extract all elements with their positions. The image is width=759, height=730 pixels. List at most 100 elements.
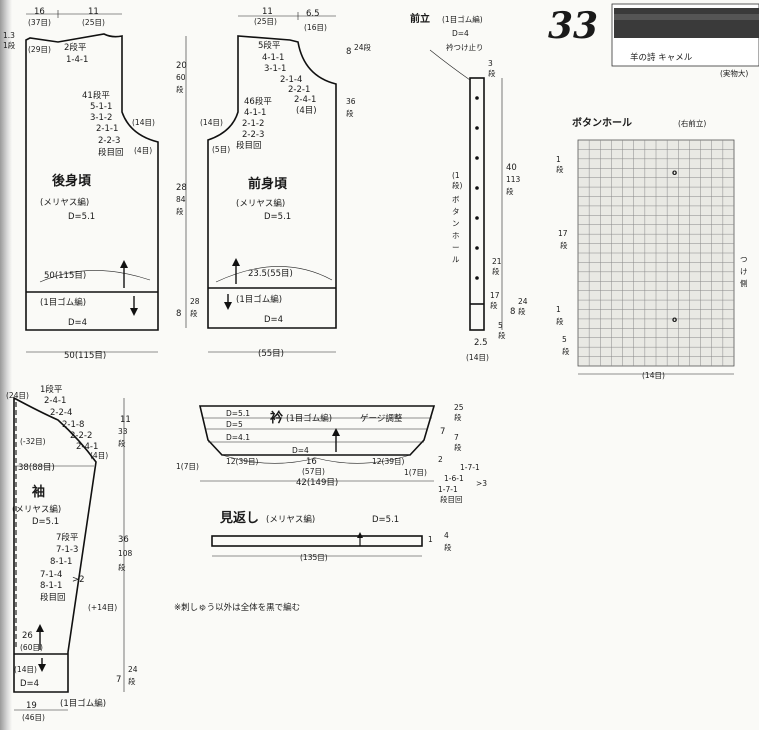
svg-text:7: 7 [454, 433, 459, 442]
svg-text:D=4: D=4 [68, 318, 87, 328]
svg-text:1段: 1段 [3, 40, 16, 50]
front-body-title: 前身頃 [248, 176, 288, 192]
svg-text:2-1-4: 2-1-4 [280, 75, 302, 85]
collar-curve [221, 454, 411, 464]
facing-title: 見返し [219, 511, 259, 526]
svg-text:(メリヤス編): (メリヤス編) [266, 514, 315, 525]
svg-text:ボ: ボ [452, 195, 460, 204]
svg-text:6.5: 6.5 [306, 9, 320, 19]
svg-text:段: 段 [176, 84, 184, 94]
yarn-swatch-strand [614, 14, 759, 20]
svg-text:7: 7 [116, 675, 121, 685]
collar-title: 衿 [270, 410, 283, 426]
svg-text:(25目): (25目) [254, 17, 277, 26]
svg-text:1: 1 [428, 535, 433, 544]
sleeve-piece: (24目) 1段平 2-4-1 2-2-4 2-1-8 2-2-2 2-4-1 … [6, 384, 138, 722]
svg-text:11: 11 [120, 415, 131, 425]
svg-text:(4目): (4目) [134, 146, 152, 155]
svg-text:(+14目): (+14目) [88, 603, 117, 612]
svg-text:5-1-1: 5-1-1 [90, 102, 112, 112]
svg-text:12(39目): 12(39目) [226, 457, 259, 466]
svg-text:2-2-1: 2-2-1 [288, 85, 310, 95]
svg-text:衿つけ止り: 衿つけ止り [446, 42, 484, 52]
svg-text:D=4.1: D=4.1 [226, 433, 250, 442]
svg-text:1-6-1: 1-6-1 [444, 474, 464, 483]
back-width-arc [39, 270, 151, 283]
band-leader-line [429, 49, 471, 81]
svg-text:3: 3 [488, 59, 493, 68]
svg-text:段: 段 [128, 676, 136, 686]
svg-text:(60目): (60目) [20, 643, 43, 652]
svg-text:5: 5 [498, 321, 503, 330]
svg-text:24: 24 [128, 665, 138, 674]
svg-text:D=4: D=4 [264, 315, 283, 325]
svg-text:2-1-1: 2-1-1 [96, 124, 118, 134]
sleeve-outline [13, 396, 97, 693]
svg-text:4: 4 [444, 531, 449, 540]
svg-text:(メリヤス編): (メリヤス編) [236, 198, 285, 209]
yarn-swatch [614, 8, 759, 38]
svg-text:ン: ン [452, 219, 460, 228]
svg-text:(57目): (57目) [302, 467, 325, 476]
svg-text:26: 26 [22, 631, 33, 641]
footnote: ※刺しゅう以外は全体を黒で編む [174, 602, 300, 613]
back-body-piece: 16 (37目) 11 (25目) 1.3 1段 (29目) 2段平 1-4-1… [3, 7, 159, 361]
svg-text:D=5.1: D=5.1 [372, 515, 399, 525]
svg-text:(4目): (4目) [296, 106, 317, 116]
svg-text:ー: ー [452, 243, 460, 252]
svg-text:1: 1 [556, 305, 561, 314]
svg-text:16: 16 [34, 7, 45, 17]
svg-text:2-2-2: 2-2-2 [70, 431, 92, 441]
front-band-piece: 前立 (1目ゴム編) D=4 衿つけ止り 3 段 (1 段) ボ タ ン ホ ー… [410, 12, 528, 362]
svg-text:8: 8 [510, 307, 515, 317]
svg-text:段: 段 [346, 108, 354, 118]
sleeve-title: 袖 [32, 484, 45, 500]
svg-text:(1目ゴム編): (1目ゴム編) [236, 294, 282, 305]
svg-text:28: 28 [176, 183, 187, 193]
svg-text:1(7目): 1(7目) [404, 468, 427, 477]
front-body-piece: 11 (25目) 6.5 (16目) 5段平 4-1-1 3-1-1 2-1-4… [176, 7, 372, 359]
svg-text:7: 7 [440, 427, 445, 437]
svg-text:(メリヤス編): (メリヤス編) [40, 197, 89, 208]
svg-text:2: 2 [438, 455, 443, 464]
svg-text:19: 19 [26, 701, 37, 711]
back-body-outline [25, 33, 159, 331]
svg-text:段: 段 [118, 562, 126, 572]
svg-text:16: 16 [306, 457, 317, 467]
svg-text:(55目): (55目) [258, 349, 284, 359]
svg-text:段: 段 [556, 164, 564, 174]
facing-outline [211, 535, 423, 547]
svg-text:D=4: D=4 [452, 29, 469, 38]
svg-text:段: 段 [506, 186, 514, 196]
svg-text:(14目): (14目) [14, 665, 37, 674]
svg-text:23.5(55目): 23.5(55目) [248, 269, 293, 279]
front-band-title: 前立 [410, 12, 430, 25]
svg-text:段目回: 段目回 [40, 592, 66, 603]
svg-text:段目回: 段目回 [98, 147, 124, 158]
buttonhole-title: ボタンホール [572, 116, 632, 129]
svg-text:タ: タ [452, 207, 460, 216]
svg-text:(1: (1 [452, 171, 460, 180]
svg-text:D=5.1: D=5.1 [68, 212, 95, 222]
svg-text:1-7-1: 1-7-1 [438, 485, 458, 494]
yarn-label: 羊の詩 キャメル [630, 52, 693, 63]
svg-text:113: 113 [506, 175, 521, 184]
actual-size-label: (実物大) [720, 68, 748, 78]
svg-text:46段平: 46段平 [244, 96, 272, 107]
svg-text:2-4-1: 2-4-1 [294, 95, 316, 105]
svg-text:2-1-8: 2-1-8 [62, 420, 84, 430]
svg-text:42(149目): 42(149目) [296, 478, 338, 488]
svg-text:段: 段 [488, 68, 496, 78]
svg-text:(46目): (46目) [22, 713, 45, 722]
front-body-outline [207, 35, 337, 329]
svg-text:段: 段 [562, 346, 570, 356]
svg-text:(メリヤス編): (メリヤス編) [12, 504, 61, 515]
svg-text:(-32目): (-32目) [20, 437, 46, 446]
svg-text:24段: 24段 [354, 42, 372, 52]
svg-text:段: 段 [556, 316, 564, 326]
svg-text:2.5: 2.5 [474, 338, 488, 348]
svg-text:33: 33 [118, 427, 128, 436]
svg-text:1: 1 [556, 155, 561, 164]
svg-text:ル: ル [452, 255, 460, 264]
